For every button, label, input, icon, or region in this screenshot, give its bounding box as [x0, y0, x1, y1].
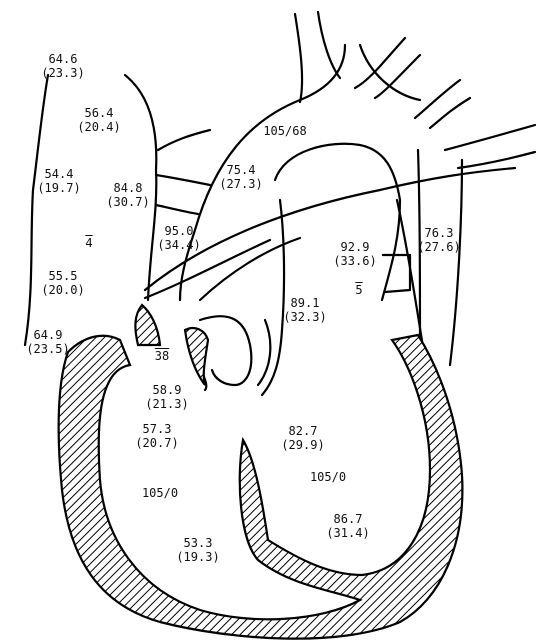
ra-wall-fragment [135, 305, 160, 345]
svc-mid-saturation: 56.4 [77, 106, 120, 120]
rv-mid-label: 57.3 (20.7) [135, 422, 178, 450]
rv-mid-po2: (20.7) [135, 436, 178, 450]
lv-saturation: 86.7 [326, 512, 369, 526]
ra-label: 55.5 (20.0) [41, 269, 84, 297]
la-mean-pressure: 5 [355, 283, 362, 297]
ascending-aorta-saturation: 75.4 [219, 163, 262, 177]
la-wall-fragment [185, 328, 208, 385]
la-label: 89.1 (32.3) [283, 296, 326, 324]
pa-trunk-label: 95.0 (34.4) [157, 224, 200, 252]
lv-po2: (31.4) [326, 526, 369, 540]
pulmonary-vein-label: 92.9 (33.6) [333, 240, 376, 268]
pa-trunk-po2: (34.4) [157, 238, 200, 252]
ivc-label: 64.9 (23.5) [26, 328, 69, 356]
descending-aorta-saturation: 76.3 [417, 226, 460, 240]
svc-upper-label: 64.6 (23.3) [41, 52, 84, 80]
ra-mean-pressure: 4 [85, 236, 92, 250]
rv-apex-po2: (19.3) [176, 550, 219, 564]
ivc-saturation: 64.9 [26, 328, 69, 342]
pulmonary-vein-saturation: 92.9 [333, 240, 376, 254]
svc-low-label: 54.4 (19.7) [37, 167, 80, 195]
lv-label: 86.7 (31.4) [326, 512, 369, 540]
svc-low-saturation: 54.4 [37, 167, 80, 181]
brachiocephalic-vessel [295, 12, 340, 102]
left-subclavian-vessel [415, 80, 470, 128]
descending-aorta-po2: (27.6) [417, 240, 460, 254]
left-atrium-outline [275, 144, 400, 300]
svc-left-wall [25, 75, 48, 345]
ivc-po2: (23.5) [26, 342, 69, 356]
right-pa-branch [156, 130, 210, 214]
aortic-arch-outer [180, 45, 420, 300]
la-po2: (32.3) [283, 310, 326, 324]
pa-branch-saturation: 84.8 [106, 181, 149, 195]
pa-branch-label: 84.8 (30.7) [106, 181, 149, 209]
svc-mid-label: 56.4 (20.4) [77, 106, 120, 134]
la-saturation: 89.1 [283, 296, 326, 310]
rv-inflow-label: 58.9 (21.3) [145, 383, 188, 411]
lv-outflow-label: 82.7 (29.9) [281, 424, 324, 452]
rv-mid-saturation: 57.3 [135, 422, 178, 436]
lv-outflow-saturation: 82.7 [281, 424, 324, 438]
rv-inflow-saturation: 58.9 [145, 383, 188, 397]
rv-inflow-po2: (21.3) [145, 397, 188, 411]
svc-upper-saturation: 64.6 [41, 52, 84, 66]
pulmonary-vein-stub [383, 255, 410, 292]
lv-pressure: 105/0 [310, 470, 346, 484]
ra-po2: (20.0) [41, 283, 84, 297]
svc-mid-po2: (20.4) [77, 120, 120, 134]
atrial-septum [200, 316, 251, 385]
pulmonary-vein-po2: (33.6) [333, 254, 376, 268]
pa-branch-po2: (30.7) [106, 195, 149, 209]
la-lower-wall [262, 200, 284, 395]
svc-low-po2: (19.7) [37, 181, 80, 195]
left-carotid-vessel [355, 38, 420, 98]
ascending-aorta-label: 75.4 (27.3) [219, 163, 262, 191]
rv-apex-label: 53.3 (19.3) [176, 536, 219, 564]
descending-aorta [418, 150, 462, 365]
pa-trunk-saturation: 95.0 [157, 224, 200, 238]
rv-pressure: 105/0 [142, 486, 178, 500]
aorta-pressure: 105/68 [263, 124, 306, 138]
svc-upper-po2: (23.3) [41, 66, 84, 80]
descending-aorta-label: 76.3 (27.6) [417, 226, 460, 254]
ascending-aorta-po2: (27.3) [219, 177, 262, 191]
lv-outflow-po2: (29.9) [281, 438, 324, 452]
ductus-vessel [445, 125, 535, 168]
rv-apex-saturation: 53.3 [176, 536, 219, 550]
ra-saturation: 55.5 [41, 269, 84, 283]
rv-mean-pressure: 38 [155, 349, 169, 363]
